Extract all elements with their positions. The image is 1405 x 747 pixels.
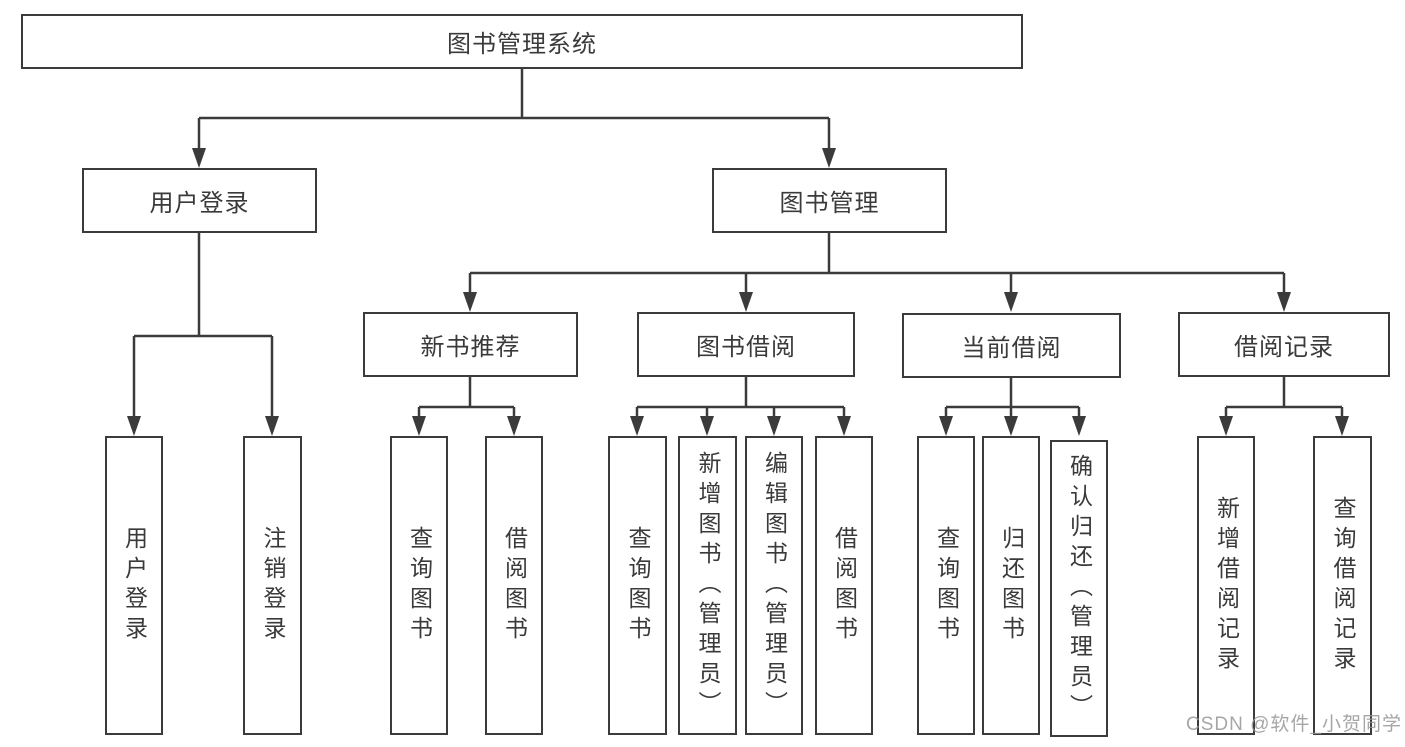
- watermark: CSDN @软件_小贺同学: [1186, 714, 1402, 735]
- leaf-query-books-1-label: 查询图书: [406, 525, 433, 646]
- leaf-query-borrow-record-label: 查询借阅记录: [1330, 495, 1356, 676]
- leaf-query-books-1: 查询图书: [390, 436, 448, 735]
- node-borrow-records: 借阅记录: [1178, 312, 1390, 377]
- node-current-borrow: 当前借阅: [902, 313, 1121, 378]
- arrowheads: [127, 148, 1349, 436]
- leaf-add-books-admin: 新增图书（管理员）: [678, 436, 737, 735]
- leaf-user-login-label: 用户登录: [121, 525, 148, 646]
- node-new-book-recommend-label: 新书推荐: [420, 334, 521, 361]
- leaf-query-books-3: 查询图书: [917, 436, 975, 735]
- leaf-return-books-label: 归还图书: [998, 525, 1025, 646]
- leaf-borrow-books-2: 借阅图书: [815, 436, 873, 735]
- leaf-add-borrow-record-label: 新增借阅记录: [1213, 495, 1240, 676]
- node-book-borrow-label: 图书借阅: [696, 334, 796, 361]
- leaf-borrow-books-2-label: 借阅图书: [831, 525, 858, 646]
- node-root: 图书管理系统: [21, 14, 1023, 69]
- leaf-borrow-books-1-label: 借阅图书: [501, 525, 528, 646]
- leaf-query-books-2: 查询图书: [608, 436, 667, 735]
- leaf-logout-login: 注销登录: [243, 436, 302, 735]
- leaf-logout-login-label: 注销登录: [260, 525, 286, 646]
- leaf-edit-books-admin-label: 编辑图书（管理员）: [761, 450, 788, 721]
- node-book-borrow: 图书借阅: [637, 312, 855, 377]
- leaf-confirm-return-admin-label: 确认归还（管理员）: [1066, 453, 1093, 724]
- leaf-confirm-return-admin: 确认归还（管理员）: [1050, 440, 1108, 737]
- leaf-borrow-books-1: 借阅图书: [485, 436, 543, 735]
- leaf-edit-books-admin: 编辑图书（管理员）: [745, 436, 803, 735]
- leaf-query-books-2-label: 查询图书: [625, 525, 651, 646]
- leaf-query-borrow-record: 查询借阅记录: [1313, 436, 1372, 735]
- node-current-borrow-label: 当前借阅: [961, 335, 1062, 362]
- node-book-management: 图书管理: [712, 168, 947, 233]
- node-user-login: 用户登录: [82, 168, 317, 233]
- leaf-add-borrow-record: 新增借阅记录: [1197, 436, 1255, 735]
- leaf-add-books-admin-label: 新增图书（管理员）: [695, 450, 721, 721]
- leaf-user-login: 用户登录: [105, 436, 163, 735]
- node-borrow-records-label: 借阅记录: [1234, 334, 1334, 361]
- node-root-label: 图书管理系统: [447, 31, 597, 58]
- node-book-management-label: 图书管理: [779, 190, 880, 217]
- leaf-return-books: 归还图书: [982, 436, 1040, 735]
- node-new-book-recommend: 新书推荐: [363, 312, 578, 377]
- leaf-query-books-3-label: 查询图书: [933, 525, 960, 646]
- node-user-login-label: 用户登录: [149, 190, 250, 217]
